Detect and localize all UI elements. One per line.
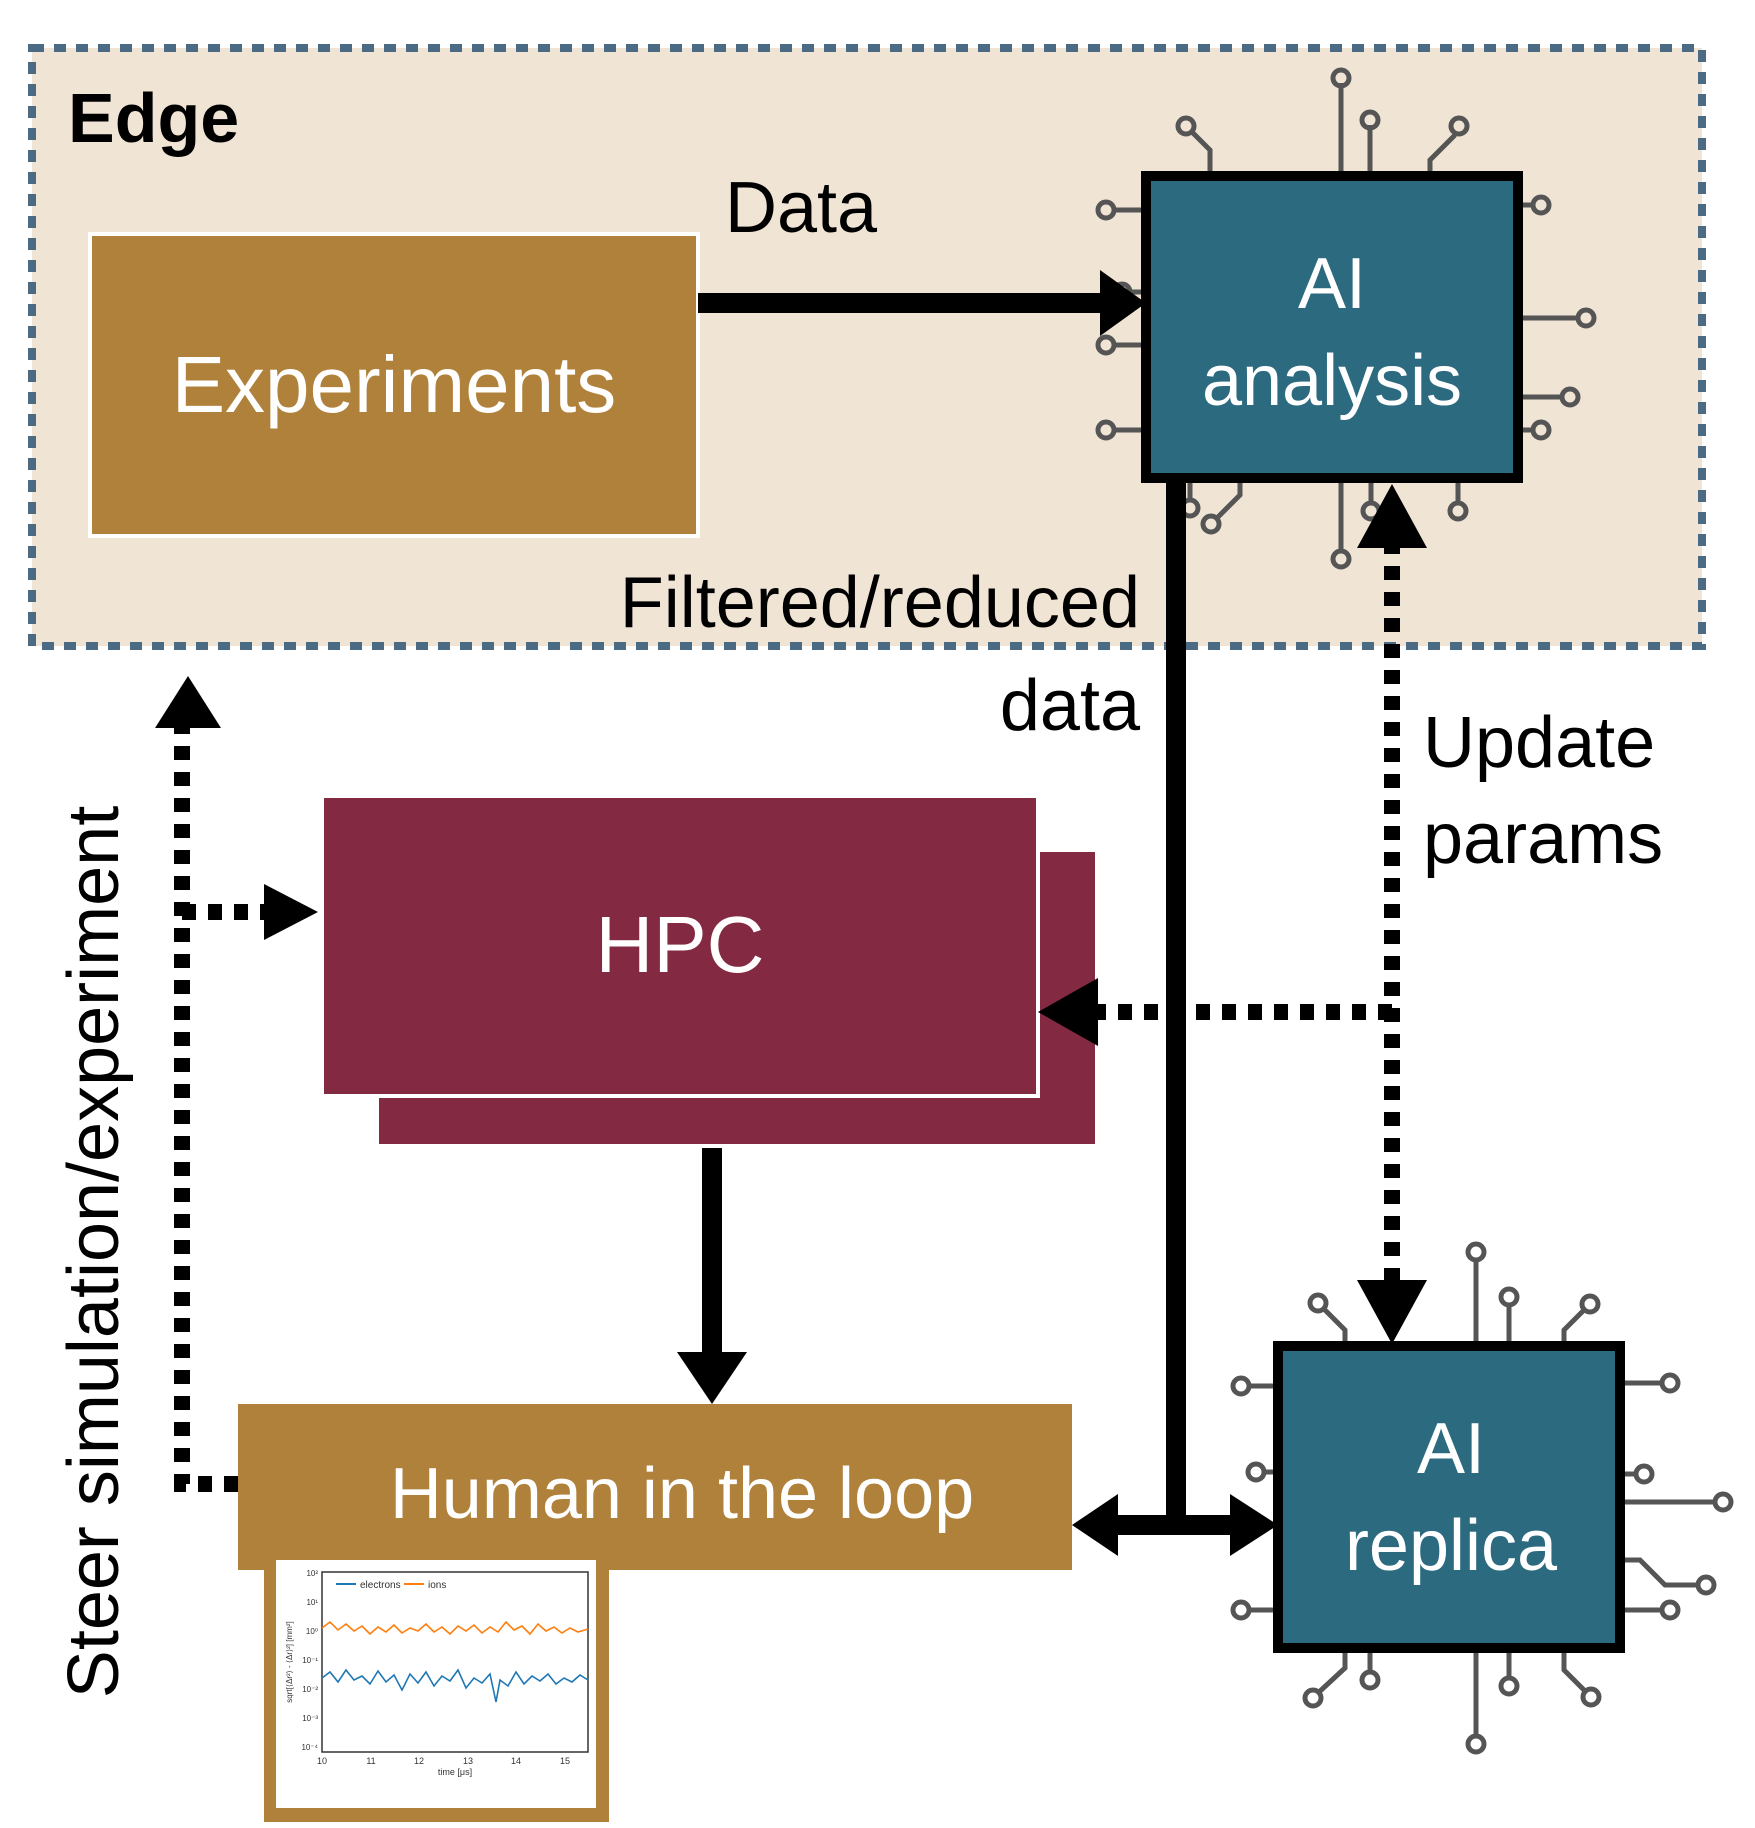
inset-ytick-3: 10⁻¹ [302,1656,318,1665]
human-replica-arrowhead-left [1072,1494,1118,1556]
ai-replica-box [1273,1341,1625,1653]
inset-ytick-5: 10⁻³ [302,1714,318,1723]
steer-edge-label: Steer simulation/experiment [54,806,134,1698]
steer-hpc-arrowhead [264,884,318,940]
hpc-label: HPC [596,900,765,989]
inset-ytick-6: 10⁻⁴ [301,1743,318,1752]
steer-line [174,724,238,1492]
inset-ytick-0: 10² [306,1569,318,1578]
update-params-arrowhead-up [1357,484,1427,548]
hpc-box: HPC [320,794,1095,1144]
inset-xtick-13: 13 [463,1756,473,1766]
edge-label: Edge [68,79,239,157]
ai-replica-label-line2: replica [1345,1506,1558,1586]
inset-ytick-4: 10⁻² [302,1685,318,1694]
legend-ions: ions [428,1580,446,1591]
ai-analysis-box [1141,171,1523,483]
inset-ylabel: sqrt[⟨Δr²⟩ - ⟨Δr⟩²] [mm²] [285,1621,294,1702]
inset-plot: electrons ions sqrt[⟨Δr²⟩ - ⟨Δr⟩²] [mm²]… [264,1557,609,1822]
update-params-arrowhead-down [1357,1280,1427,1344]
hpc-human-arrowhead [677,1352,747,1404]
electrons-series [321,1668,589,1703]
human-box: Human in the loop [238,1404,1072,1570]
inset-xtick-14: 14 [511,1756,521,1766]
ai-replica-label-line1: AI [1417,1409,1485,1489]
inset-xtick-15: 15 [560,1756,570,1766]
inset-xtick-10: 10 [317,1756,327,1766]
ai-analysis-label-line2: analysis [1202,341,1462,421]
steer-arrowhead-up [155,676,221,728]
inset-xlabel: time [μs] [438,1767,472,1777]
inset-xtick-11: 11 [366,1756,375,1766]
filtered-edge-label-line1: Filtered/reduced [620,563,1140,643]
ions-series [321,1620,589,1636]
experiments-label: Experiments [172,340,617,429]
update-edge-label-line2: params [1423,799,1663,879]
inset-ytick-1: 10¹ [306,1598,318,1607]
human-label: Human in the loop [390,1454,974,1534]
data-edge-label: Data [725,168,878,248]
filtered-edge-label-line2: data [1000,666,1141,746]
legend-electrons: electrons [360,1580,401,1591]
human-replica-arrowhead-right [1230,1494,1278,1556]
ai-analysis-label-line1: AI [1298,244,1366,324]
data-arrowhead [1100,270,1146,336]
update-edge-label-line1: Update [1423,703,1655,783]
params-hpc-arrowhead [1038,978,1098,1046]
inset-xtick-12: 12 [414,1756,424,1766]
experiments-box: Experiments [88,232,700,538]
inset-ytick-2: 10⁰ [306,1627,318,1636]
